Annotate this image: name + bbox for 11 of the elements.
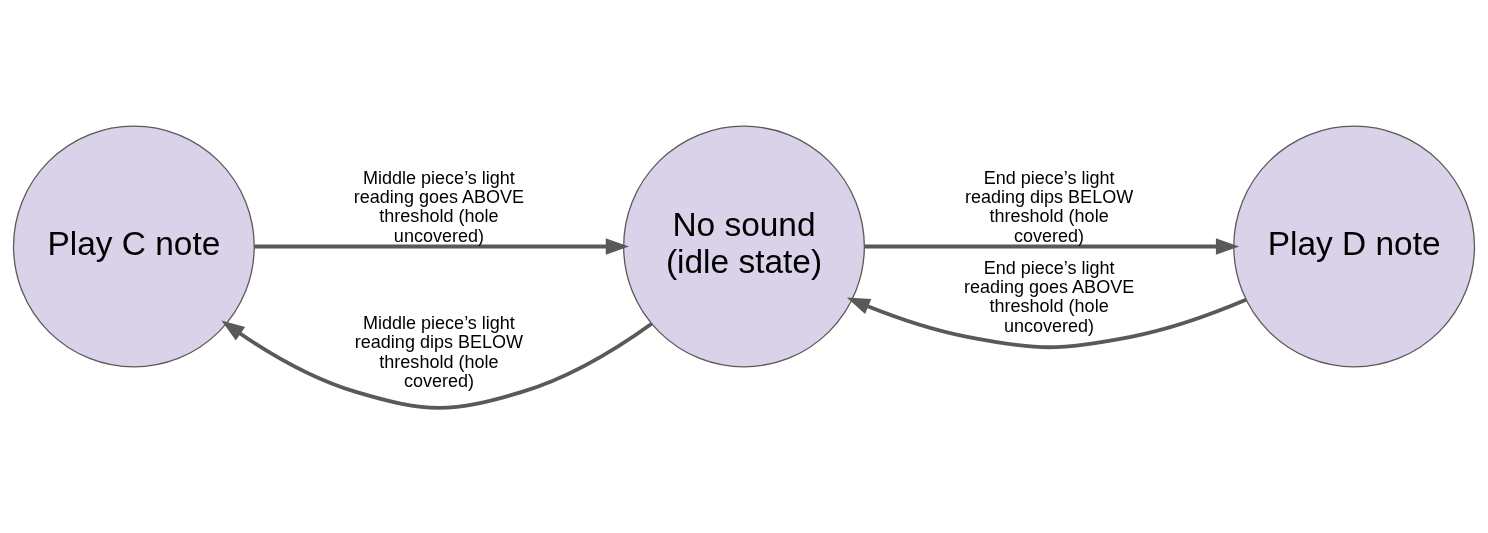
- arrow: [864, 237, 1240, 255]
- arrow: [221, 319, 653, 410]
- edge-label: Middle piece’s light reading dips BELOW threshold (hole covered): [354, 312, 524, 391]
- edge-label: End piece’s light reading goes ABOVE threshold (hole uncovered): [963, 257, 1135, 336]
- arrow: [254, 237, 629, 255]
- edge-label: End piece’s light reading dips BELOW threshold (hole covered): [964, 167, 1134, 246]
- arrow: [846, 297, 1247, 349]
- node-circle: Play C note: [12, 125, 255, 367]
- node-circle: No sound (idle state): [623, 125, 865, 367]
- node-circle: Play D note: [1233, 125, 1476, 367]
- edge-label: Middle piece’s light reading goes ABOVE threshold (hole uncovered): [353, 167, 525, 246]
